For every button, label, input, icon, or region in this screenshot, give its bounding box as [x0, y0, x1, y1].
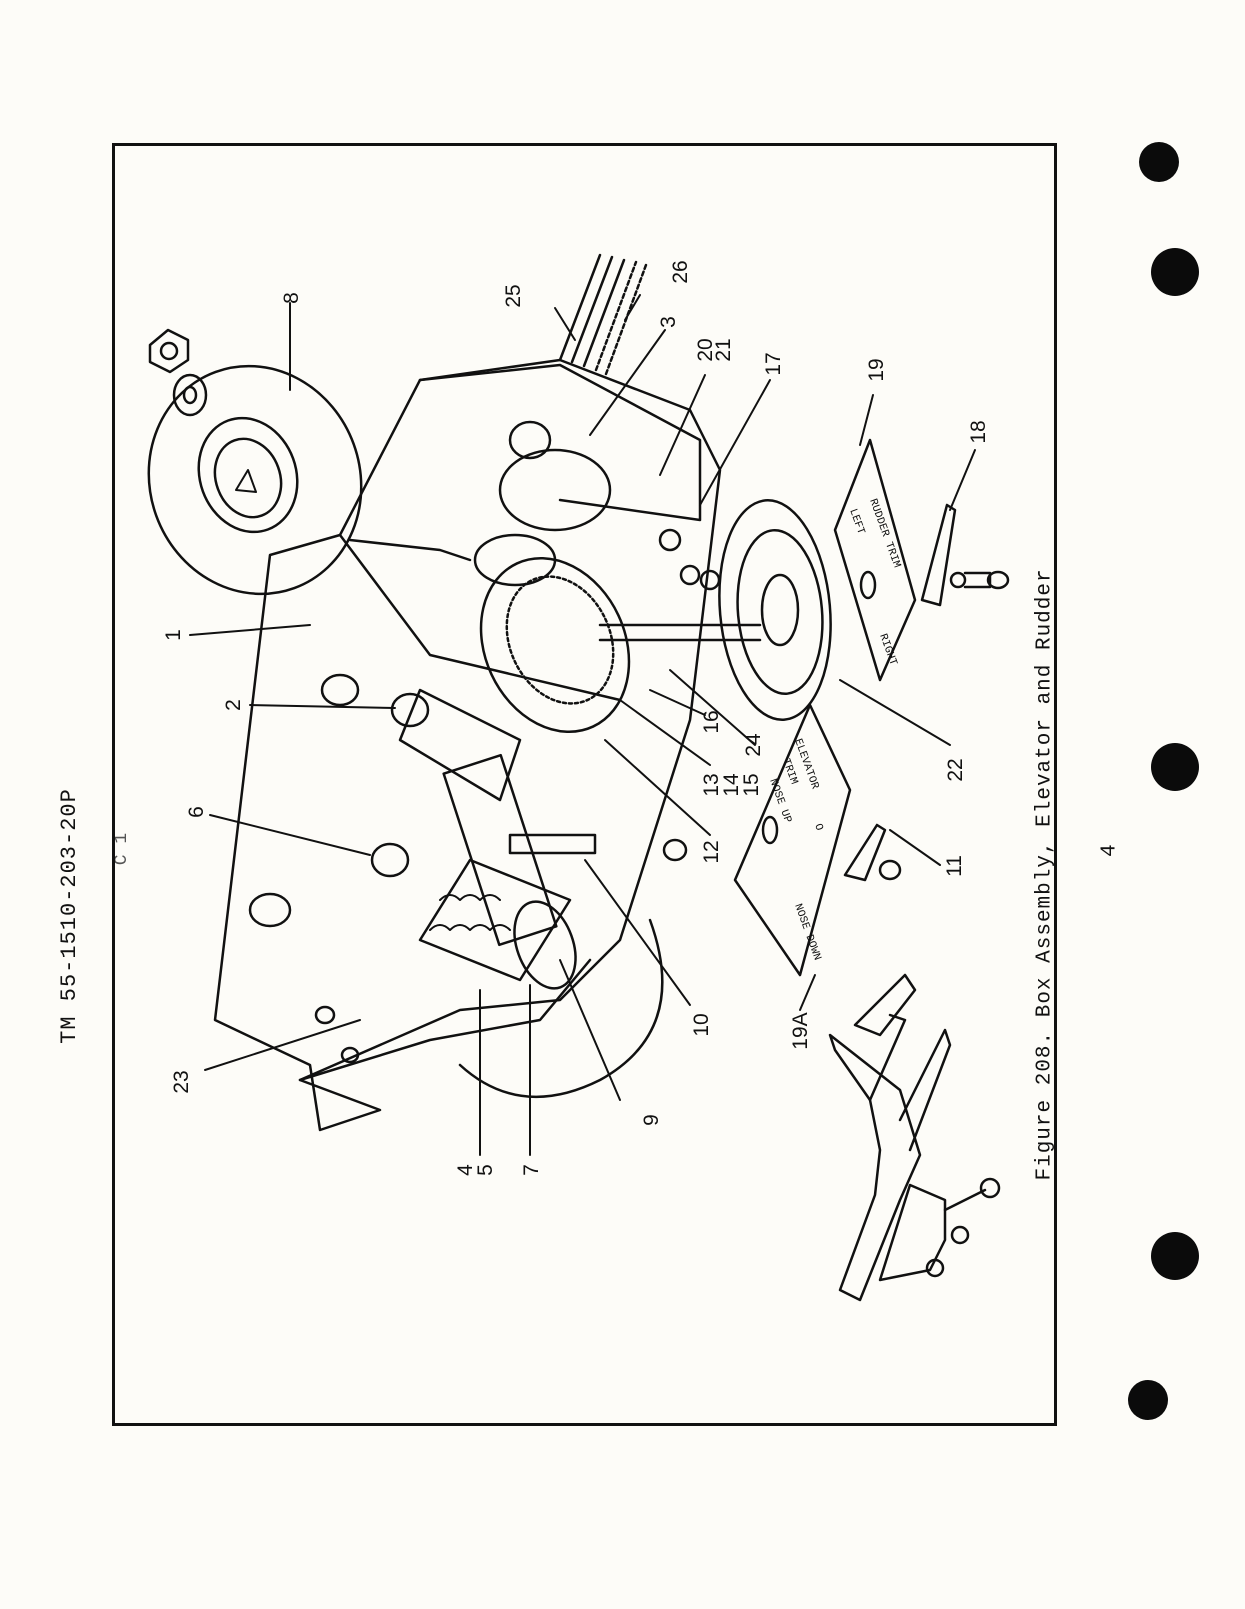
leader-lines [189, 294, 976, 1156]
callout-7: 7 [520, 1164, 543, 1176]
callout-13: 13 [700, 773, 723, 796]
callout-2: 2 [222, 699, 245, 711]
punch-hole [1151, 1232, 1199, 1280]
callout-1: 1 [162, 629, 185, 641]
callout-8: 8 [280, 292, 303, 304]
punch-hole [1139, 142, 1179, 182]
callout-21: 21 [712, 338, 735, 361]
callout-22: 22 [944, 758, 967, 781]
trim-knob-drawing [147, 364, 363, 596]
figure-frame [112, 143, 1057, 1426]
callout-4: 4 [454, 1164, 477, 1176]
callout-6: 6 [185, 806, 208, 818]
spring-shaft-drawing [418, 753, 577, 990]
rudder-plate-label: LEFT [846, 507, 866, 536]
shaft-drawing [508, 833, 597, 855]
callout-5: 5 [474, 1164, 497, 1176]
cable-drawing [558, 253, 648, 376]
callout-20: 20 [694, 338, 717, 361]
callout-18: 18 [967, 420, 990, 443]
callout-25: 25 [502, 284, 525, 307]
callout-12: 12 [700, 840, 723, 863]
punch-hole [1128, 1380, 1168, 1420]
callout-11: 11 [943, 855, 966, 877]
callout-19: 19 [865, 358, 888, 381]
callout-19a: 19A [789, 1012, 812, 1049]
pointer-drawing [843, 823, 902, 882]
gear-assembly-drawing [348, 533, 631, 734]
lower-disc-drawing [458, 918, 664, 1098]
elevator-trim-plate-drawing [733, 703, 852, 977]
elevator-plate-label: O [811, 822, 825, 833]
washer-drawing [172, 373, 208, 417]
pointer-drawing [920, 503, 1010, 607]
callout-24: 24 [742, 733, 765, 757]
callout-16: 16 [700, 710, 723, 733]
punch-hole [1151, 248, 1199, 296]
housing-drawing [213, 358, 722, 1132]
callout-3: 3 [657, 316, 680, 328]
rudder-knob-drawing [598, 499, 832, 721]
drum-drawing [370, 688, 522, 878]
nut-drawing [148, 328, 190, 374]
callout-10: 10 [690, 1013, 713, 1036]
callout-23: 23 [170, 1070, 193, 1093]
callout-9: 9 [640, 1114, 663, 1126]
aircraft-silhouette-drawing [828, 973, 1001, 1302]
punch-hole [1151, 743, 1199, 791]
callout-17: 17 [762, 352, 785, 375]
callout-14: 14 [720, 773, 743, 797]
callout-26: 26 [669, 260, 692, 283]
rudder-plate-label: RIGHT [876, 632, 899, 667]
rear-housing-drawing [418, 363, 721, 591]
rudder-trim-plate-drawing [833, 438, 917, 682]
callout-15: 15 [740, 773, 763, 796]
